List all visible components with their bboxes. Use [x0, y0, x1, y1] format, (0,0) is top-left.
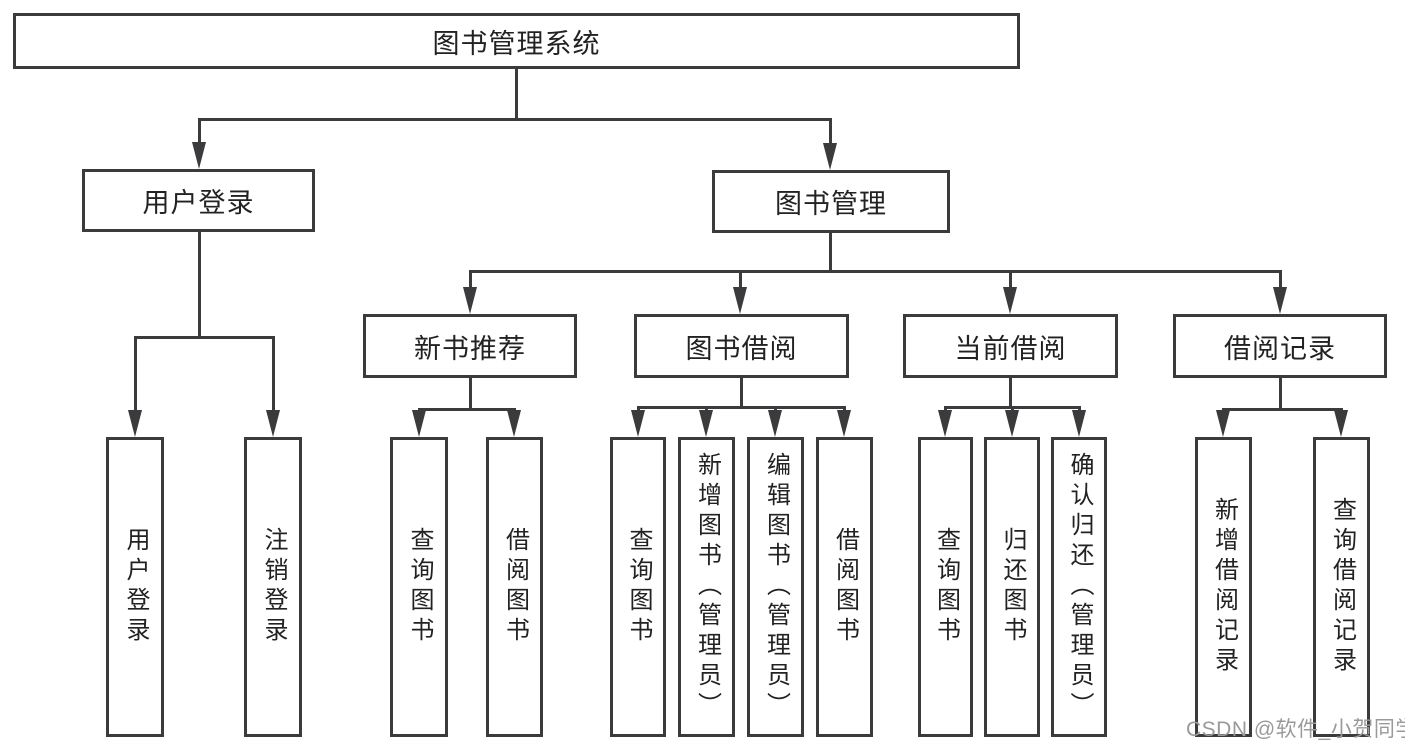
connector-line	[272, 336, 275, 410]
arrow-down-icon	[463, 287, 477, 314]
node-user-login: 用户登录	[82, 169, 315, 232]
node-leaf-add-book-admin: 新增图书（管理员）	[678, 437, 735, 737]
connector-line	[829, 233, 832, 273]
arrow-down-icon	[1003, 287, 1017, 314]
connector-line	[469, 378, 472, 411]
connector-line	[637, 406, 846, 409]
node-library-system: 图书管理系统	[13, 13, 1020, 69]
node-leaf-add-record: 新增借阅记录	[1195, 437, 1252, 737]
arrow-down-icon	[412, 410, 426, 437]
arrow-down-icon	[507, 410, 521, 437]
node-leaf-query-book-1: 查询图书	[390, 437, 448, 737]
connector-line	[944, 406, 947, 410]
connector-line	[1011, 406, 1014, 410]
arrow-down-icon	[1005, 410, 1019, 437]
arrow-down-icon	[837, 410, 851, 437]
connector-line	[1222, 408, 1343, 411]
node-book-borrow: 图书借阅	[634, 314, 849, 378]
connector-line	[515, 69, 518, 121]
arrow-down-icon	[768, 410, 782, 437]
node-leaf-query-book-2: 查询图书	[610, 437, 666, 737]
connector-line	[1279, 270, 1282, 287]
node-leaf-logout: 注销登录	[244, 437, 302, 737]
node-leaf-user-login: 用户登录	[106, 437, 164, 737]
arrow-down-icon	[128, 410, 142, 437]
connector-line	[1009, 378, 1012, 409]
csdn-watermark: CSDN @软件_小贺同学	[1186, 718, 1405, 741]
connector-line	[469, 270, 1282, 273]
connector-line	[843, 406, 846, 410]
arrow-down-icon	[631, 410, 645, 437]
connector-line	[740, 378, 743, 409]
node-new-book-recommend: 新书推荐	[363, 314, 577, 378]
connector-line	[418, 408, 421, 410]
connector-line	[1279, 378, 1282, 411]
connector-line	[198, 118, 832, 121]
connector-line	[774, 406, 777, 410]
arrow-down-icon	[192, 142, 206, 169]
connector-line	[829, 118, 832, 143]
node-leaf-return-book: 归还图书	[984, 437, 1040, 737]
connector-line	[134, 336, 137, 410]
connector-line	[637, 406, 640, 410]
arrow-down-icon	[266, 410, 280, 437]
node-leaf-query-book-3: 查询图书	[918, 437, 973, 737]
arrow-down-icon	[823, 143, 837, 170]
arrow-down-icon	[733, 287, 747, 314]
connector-line	[705, 406, 708, 410]
connector-line	[513, 408, 516, 410]
node-leaf-edit-book-admin: 编辑图书（管理员）	[747, 437, 804, 737]
node-leaf-query-record: 查询借阅记录	[1313, 437, 1370, 737]
connector-line	[1222, 408, 1225, 410]
connector-line	[739, 270, 742, 287]
arrow-down-icon	[1216, 410, 1230, 437]
connector-line	[1009, 270, 1012, 287]
connector-line	[1340, 408, 1343, 410]
arrow-down-icon	[1273, 287, 1287, 314]
node-leaf-borrow-book-1: 借阅图书	[486, 437, 543, 737]
node-current-borrow: 当前借阅	[903, 314, 1118, 378]
arrow-down-icon	[1334, 410, 1348, 437]
arrow-down-icon	[1072, 410, 1086, 437]
node-leaf-borrow-book-2: 借阅图书	[816, 437, 873, 737]
connector-line	[1078, 406, 1081, 410]
node-borrow-record: 借阅记录	[1173, 314, 1387, 378]
connector-line	[134, 336, 275, 339]
connector-line	[469, 270, 472, 287]
arrow-down-icon	[699, 410, 713, 437]
connector-line	[198, 118, 201, 142]
node-leaf-confirm-return: 确认归还（管理员）	[1051, 437, 1107, 737]
connector-line	[198, 232, 201, 339]
arrow-down-icon	[938, 410, 952, 437]
node-book-management: 图书管理	[712, 170, 950, 233]
connector-line	[418, 408, 516, 411]
